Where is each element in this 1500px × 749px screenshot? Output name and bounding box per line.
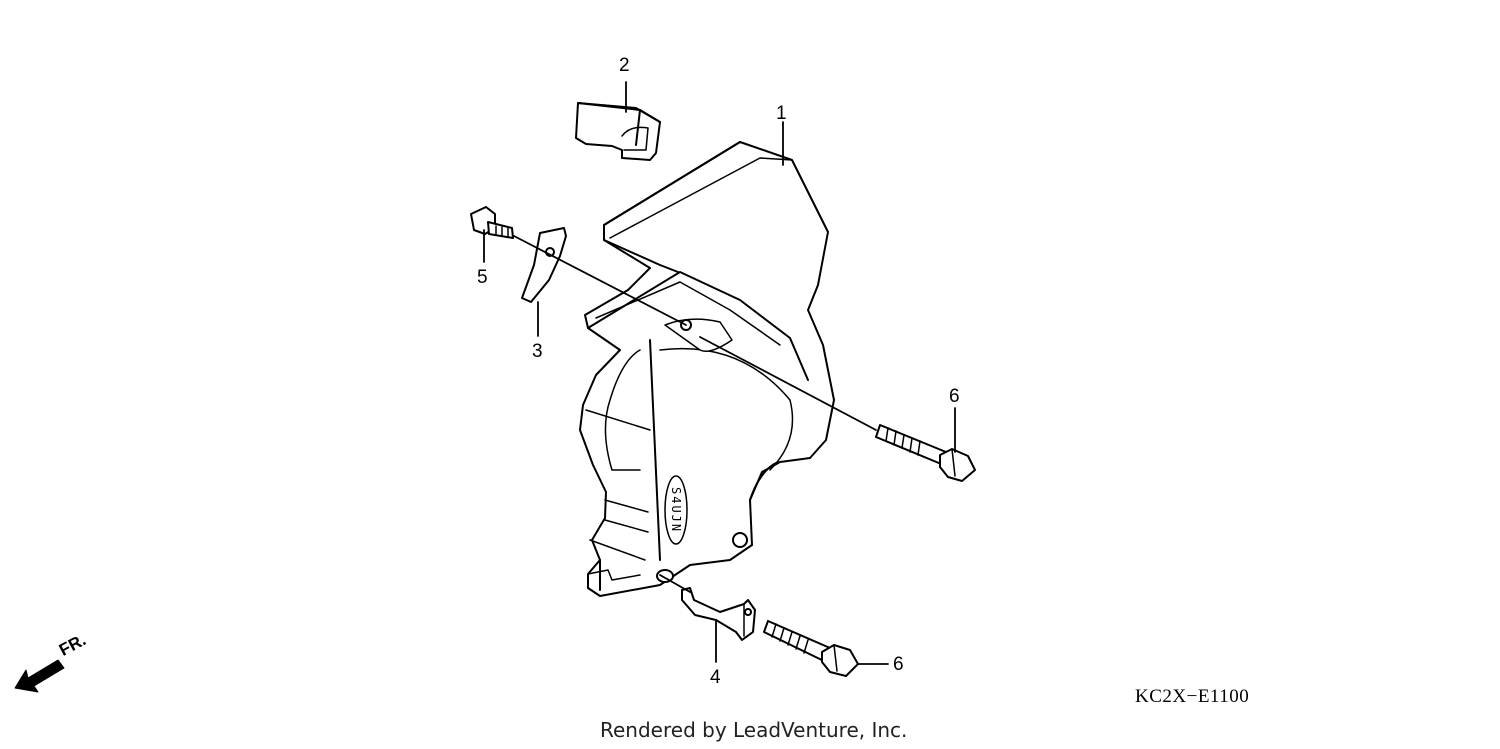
chain-guide-part-2 <box>575 102 661 161</box>
render-credit: Rendered by LeadVenture, Inc. <box>600 718 908 742</box>
callout-5: 5 <box>477 267 488 288</box>
callout-4: 4 <box>710 667 721 688</box>
callout-6-lower: 6 <box>893 654 904 675</box>
bolt-part-5 <box>470 206 514 239</box>
bracket-part-4 <box>681 587 756 641</box>
callout-3: 3 <box>532 341 543 362</box>
callout-1: 1 <box>776 103 787 124</box>
diagram-code: KC2X−E1100 <box>1135 686 1250 707</box>
callout-2: 2 <box>619 55 630 76</box>
bolt-part-6-upper <box>875 424 976 482</box>
callout-6-upper: 6 <box>949 386 960 407</box>
bolt-part-6-lower <box>763 620 859 677</box>
leader-lines <box>483 81 956 665</box>
setting-plate-part-3 <box>521 227 567 303</box>
sprocket-cover-part-1 <box>579 141 835 597</box>
cover-stamp-text: S4UJN <box>669 487 683 533</box>
front-arrow-icon <box>14 659 65 693</box>
